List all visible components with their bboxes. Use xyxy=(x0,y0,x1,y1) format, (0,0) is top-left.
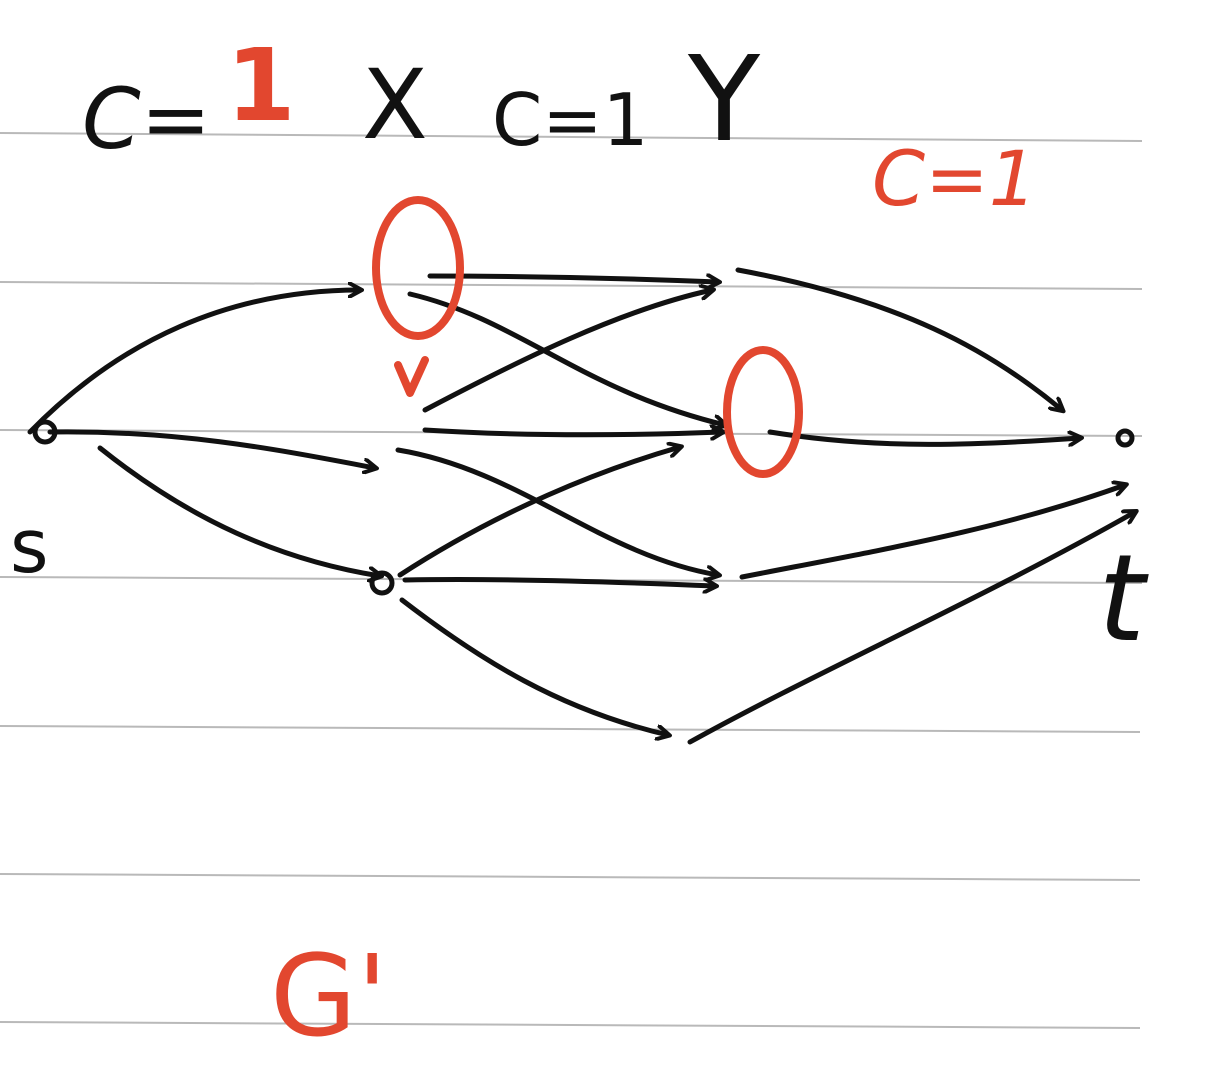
source-label: s xyxy=(10,504,49,590)
node-x3 xyxy=(369,570,395,596)
right-capacity-label: C=1 xyxy=(872,134,1037,223)
paper-rule xyxy=(0,132,1143,142)
right-set-label: Y xyxy=(687,30,761,168)
edge-y3-t xyxy=(739,485,1125,580)
paper-rule xyxy=(0,725,1141,733)
sink-node xyxy=(1115,428,1135,448)
edge-s-x2 xyxy=(47,429,375,468)
edge-x1-y2 xyxy=(407,291,725,425)
highlights xyxy=(372,196,803,478)
paper-rule xyxy=(0,1021,1141,1029)
sink-label: t xyxy=(1098,530,1149,669)
graph-name-label: G' xyxy=(270,932,388,1062)
edge-x2-y1 xyxy=(422,290,712,413)
edge-x3-y3 xyxy=(402,576,715,586)
edge-x3-y4 xyxy=(399,597,668,735)
edge-y4-t xyxy=(687,512,1135,745)
edge-x3-y2 xyxy=(397,447,680,578)
edges xyxy=(27,267,1135,745)
edge-x2-y3 xyxy=(395,447,718,575)
left-capacity-value: 1 xyxy=(226,27,296,144)
edge-s-x3 xyxy=(97,445,380,576)
edge-s-x1 xyxy=(27,290,360,435)
edge-x1-y1 xyxy=(427,273,718,282)
check-mark-icon xyxy=(394,356,429,397)
paper-rule xyxy=(0,873,1141,881)
nodes xyxy=(32,419,1135,596)
highlight-oval-y2 xyxy=(723,346,803,478)
middle-capacity-label: C=1 xyxy=(492,78,648,162)
edge-y1-t xyxy=(735,267,1062,410)
highlight-oval-x1 xyxy=(372,196,464,340)
labels: C= 1 X C=1 Y C=1 s t G' xyxy=(10,27,1149,1062)
edge-x2-y2 xyxy=(422,430,722,435)
edge-y2-t xyxy=(767,429,1080,447)
left-set-label: X xyxy=(362,49,428,161)
left-capacity-prefix: C= xyxy=(82,70,211,168)
source-node xyxy=(32,419,58,445)
paper-rule xyxy=(0,281,1143,290)
